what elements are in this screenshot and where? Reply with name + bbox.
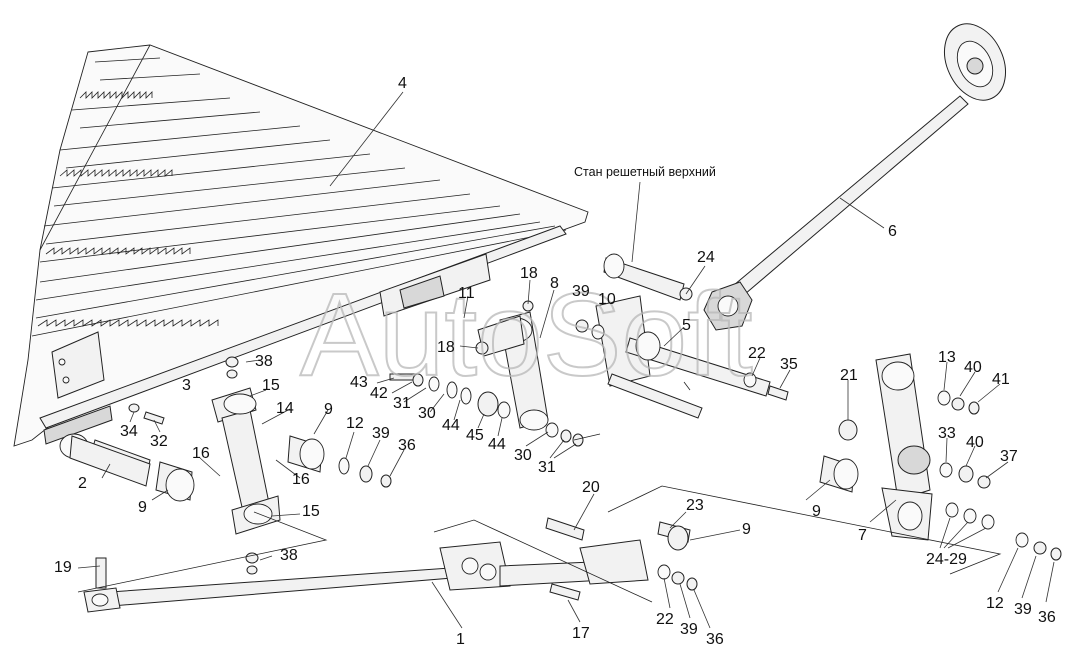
callout-33: 33 bbox=[938, 425, 956, 442]
callout-42: 42 bbox=[370, 385, 388, 402]
callout-30a: 30 bbox=[418, 405, 436, 422]
callout-17: 17 bbox=[572, 625, 590, 642]
caption-upper-sieve: Стан решетный верхний bbox=[574, 165, 716, 179]
callout-39c: 39 bbox=[1014, 601, 1032, 618]
link-bar bbox=[83, 517, 698, 613]
callout-10: 10 bbox=[598, 291, 616, 308]
callout-7: 7 bbox=[858, 527, 867, 544]
callout-11: 11 bbox=[458, 285, 475, 302]
callout-2: 2 bbox=[78, 475, 87, 492]
callout-34: 34 bbox=[120, 423, 138, 440]
rocker-arm-group bbox=[389, 300, 584, 447]
callout-12a: 12 bbox=[346, 415, 364, 432]
callout-9a: 9 bbox=[324, 401, 333, 418]
watermark: AutoSoft bbox=[300, 269, 753, 401]
callout-22b: 22 bbox=[656, 611, 674, 628]
callout-31b: 31 bbox=[538, 459, 556, 476]
callout-6: 6 bbox=[888, 223, 897, 240]
callout-24-29: 24-29 bbox=[926, 551, 967, 568]
callout-numbers: 4 6 24 18 8 39 11 10 5 18 22 35 13 40 41… bbox=[54, 75, 1056, 648]
callout-1: 1 bbox=[456, 631, 465, 648]
callout-15a: 15 bbox=[262, 377, 280, 394]
callout-39d: 39 bbox=[680, 621, 698, 638]
callout-37: 37 bbox=[1000, 448, 1018, 465]
callout-12b: 12 bbox=[986, 595, 1004, 612]
rocker-arm-right bbox=[875, 353, 1062, 561]
callout-38a: 38 bbox=[255, 353, 273, 370]
callout-21: 21 bbox=[840, 367, 858, 384]
callout-36a: 36 bbox=[398, 437, 416, 454]
callout-18a: 18 bbox=[520, 265, 538, 282]
callout-5: 5 bbox=[682, 317, 691, 334]
callout-14: 14 bbox=[276, 400, 294, 417]
callout-40a: 40 bbox=[964, 359, 982, 376]
callout-4: 4 bbox=[398, 75, 407, 92]
callout-40b: 40 bbox=[966, 434, 984, 451]
leader-lines bbox=[77, 91, 1055, 629]
callout-38b: 38 bbox=[280, 547, 298, 564]
assembly-lines bbox=[77, 381, 1002, 603]
callout-3: 3 bbox=[182, 377, 191, 394]
center-shaft-group bbox=[575, 253, 859, 493]
callout-31a: 31 bbox=[393, 395, 411, 412]
callout-24: 24 bbox=[697, 249, 715, 266]
callout-15b: 15 bbox=[302, 503, 320, 520]
callout-18b: 18 bbox=[437, 339, 455, 356]
callout-8: 8 bbox=[550, 275, 559, 292]
callout-39b: 39 bbox=[372, 425, 390, 442]
callout-44a: 44 bbox=[442, 417, 460, 434]
callout-35: 35 bbox=[780, 356, 798, 373]
sieve-frame bbox=[13, 44, 589, 447]
callout-39a: 39 bbox=[572, 283, 590, 300]
callout-22a: 22 bbox=[748, 345, 766, 362]
callout-41: 41 bbox=[992, 371, 1010, 388]
callout-16b: 16 bbox=[292, 471, 310, 488]
callout-9c: 9 bbox=[812, 503, 821, 520]
callout-9b: 9 bbox=[138, 499, 147, 516]
shaft-group-left bbox=[59, 356, 392, 575]
callout-43: 43 bbox=[350, 374, 368, 391]
callout-30b: 30 bbox=[514, 447, 532, 464]
callout-36b: 36 bbox=[706, 631, 724, 648]
callout-36c: 36 bbox=[1038, 609, 1056, 626]
callout-20: 20 bbox=[582, 479, 600, 496]
callout-13: 13 bbox=[938, 349, 956, 366]
callout-32: 32 bbox=[150, 433, 168, 450]
connecting-rod-long bbox=[703, 23, 1006, 331]
callout-44b: 44 bbox=[488, 436, 506, 453]
callout-9d: 9 bbox=[742, 521, 751, 538]
callout-16a: 16 bbox=[192, 445, 210, 462]
callout-45: 45 bbox=[466, 427, 484, 444]
callout-23: 23 bbox=[686, 497, 704, 514]
callout-19: 19 bbox=[54, 559, 72, 576]
